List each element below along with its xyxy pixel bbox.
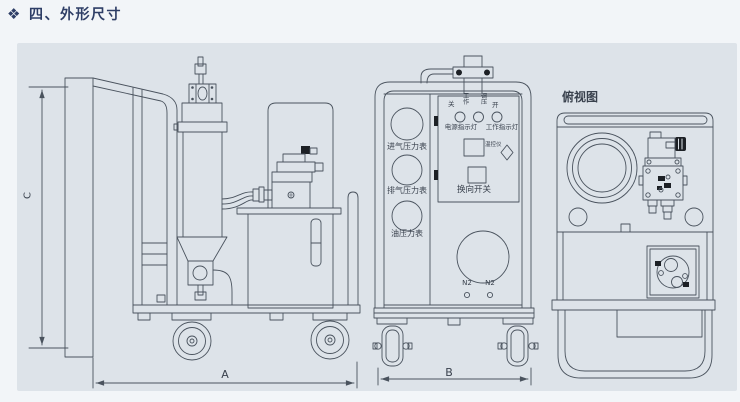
top-handle-outer bbox=[557, 309, 713, 379]
cylinder-funnel bbox=[176, 236, 228, 262]
control-door bbox=[437, 95, 520, 203]
indicator-light-off bbox=[454, 111, 466, 123]
side-view-drawing bbox=[28, 56, 361, 389]
cart-handle-inner bbox=[92, 85, 168, 306]
cart-platform bbox=[132, 304, 361, 314]
front-handle-inner bbox=[383, 90, 523, 309]
cart-back-panel bbox=[64, 77, 94, 358]
section-bullet-icon: ❖ bbox=[7, 5, 21, 23]
switch-work-label: 工作 bbox=[463, 93, 470, 107]
side-wheel-right bbox=[310, 320, 350, 360]
cylinder-body bbox=[182, 131, 223, 238]
temp-controller-box bbox=[463, 138, 485, 157]
cart-handle-outer bbox=[92, 77, 178, 306]
fan-box-top bbox=[646, 245, 700, 299]
dimension-c-lines bbox=[28, 86, 69, 349]
exhaust-pressure-gauge-label: 排气压力表 bbox=[387, 186, 427, 195]
inlet-pressure-gauge-label: 进气压力表 bbox=[387, 142, 427, 151]
oil-pressure-gauge-label: 油压力表 bbox=[391, 229, 423, 238]
inlet-pressure-gauge bbox=[390, 107, 424, 141]
side-wheel-left bbox=[172, 321, 212, 361]
cylinder-top-circles bbox=[566, 132, 638, 204]
handle-slot bbox=[563, 115, 708, 125]
exhaust-pressure-gauge bbox=[391, 154, 423, 186]
switch-off-label: 关 bbox=[448, 100, 455, 108]
power-indicator-label: 电源指示灯 bbox=[444, 123, 478, 131]
front-caster-left bbox=[372, 317, 413, 367]
n2-port-left bbox=[463, 291, 471, 299]
tray bbox=[616, 309, 703, 338]
front-handle-outer bbox=[374, 81, 532, 309]
dimension-b-label: B bbox=[445, 366, 453, 379]
top-view-body bbox=[556, 112, 714, 233]
work-indicator-label: 工作指示灯 bbox=[485, 123, 519, 131]
page-title: 四、外形尺寸 bbox=[29, 7, 122, 23]
oil-level-gauge bbox=[310, 218, 322, 267]
top-view-title: 俯视图 bbox=[562, 90, 599, 104]
switch-on-label: 开 bbox=[492, 101, 499, 109]
diamond-mark bbox=[500, 144, 514, 161]
fan-circle bbox=[456, 230, 510, 284]
dimension-a-lines bbox=[92, 357, 358, 389]
oil-tank bbox=[247, 213, 334, 309]
reversing-switch-label: 换向开关 bbox=[456, 185, 491, 195]
valve-top-assembly bbox=[638, 131, 688, 220]
cylinder-clamp-band bbox=[177, 121, 228, 133]
motor-body bbox=[267, 102, 334, 209]
switch-regulate-label: 调压 bbox=[481, 93, 488, 107]
front-caster-right bbox=[497, 317, 539, 367]
oil-pressure-gauge bbox=[391, 200, 423, 232]
indicator-light-on bbox=[491, 111, 503, 123]
front-view-drawing bbox=[372, 55, 539, 386]
n2-port-right bbox=[486, 291, 494, 299]
solenoid-valve bbox=[271, 146, 324, 209]
door-hinge-top bbox=[434, 116, 438, 126]
booster-cylinder bbox=[173, 56, 228, 301]
valve-knob bbox=[675, 137, 686, 151]
door-hinge-bottom bbox=[434, 170, 438, 180]
reversing-switch-box bbox=[467, 166, 487, 184]
top-pipe-fitting bbox=[420, 55, 494, 94]
n2-label-right: N2 bbox=[485, 279, 495, 287]
dimension-b-lines bbox=[377, 367, 532, 386]
indicator-light-work bbox=[473, 111, 484, 123]
hydraulic-tubes bbox=[212, 191, 254, 306]
dimension-a-label: A bbox=[221, 368, 229, 381]
n2-label-left: N2 bbox=[462, 279, 472, 287]
top-handle-inner bbox=[564, 309, 706, 372]
top-view-drawing bbox=[551, 112, 716, 379]
temp-controller-label: 温控仪 bbox=[485, 142, 502, 148]
dimension-c-label: C bbox=[22, 192, 34, 199]
